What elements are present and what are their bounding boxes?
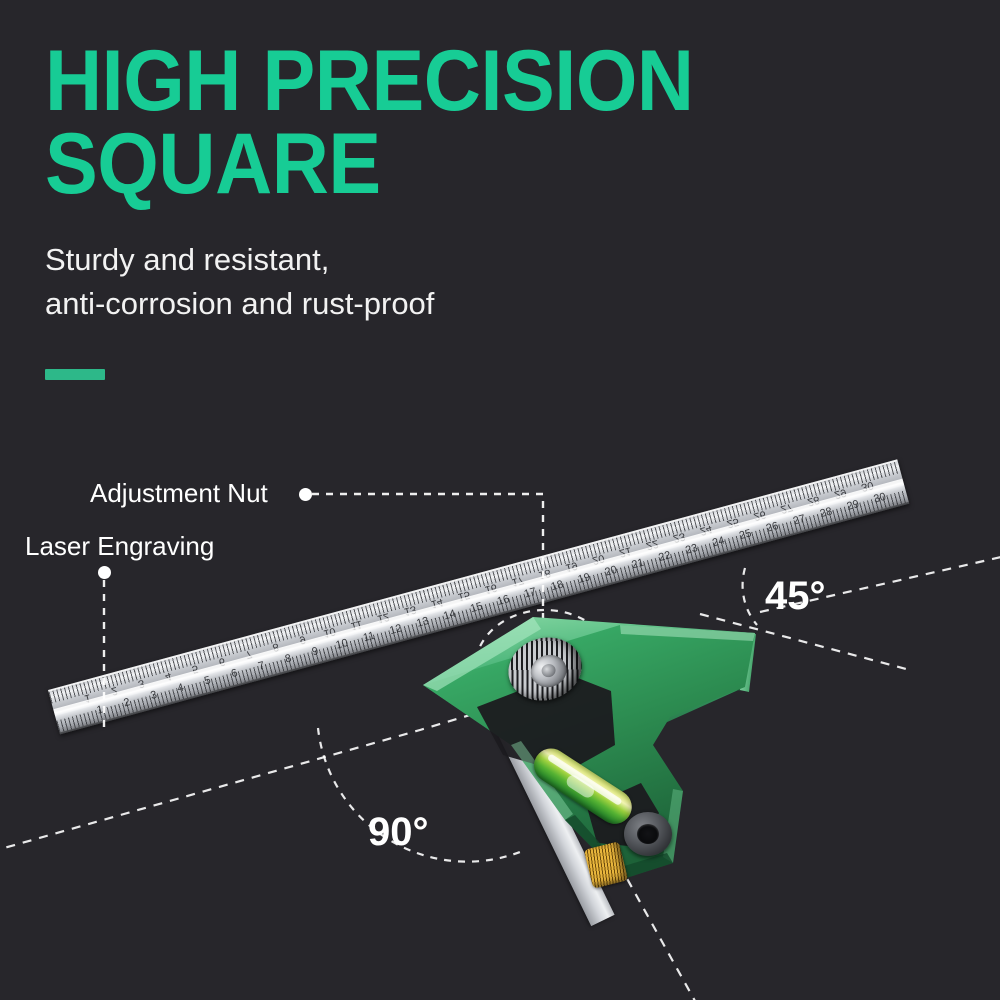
- callout-label-adjustment-nut: Adjustment Nut: [90, 478, 268, 508]
- bolt-socket-recess: [637, 824, 659, 844]
- angle-label-90: 90°: [368, 810, 429, 854]
- angle-label-45: 45°: [765, 574, 826, 618]
- callout-dot-laser-engraving: [98, 566, 111, 579]
- page-subtitle: Sturdy and resistant, anti-corrosion and…: [45, 242, 435, 322]
- socket-bolt: [624, 812, 672, 856]
- callout-label-laser-engraving: Laser Engraving: [25, 531, 215, 561]
- callout-dot-adjustment-nut: [299, 488, 312, 501]
- accent-divider-bar: [45, 369, 105, 380]
- page-title: HIGH PRECISION SQUARE: [45, 33, 694, 212]
